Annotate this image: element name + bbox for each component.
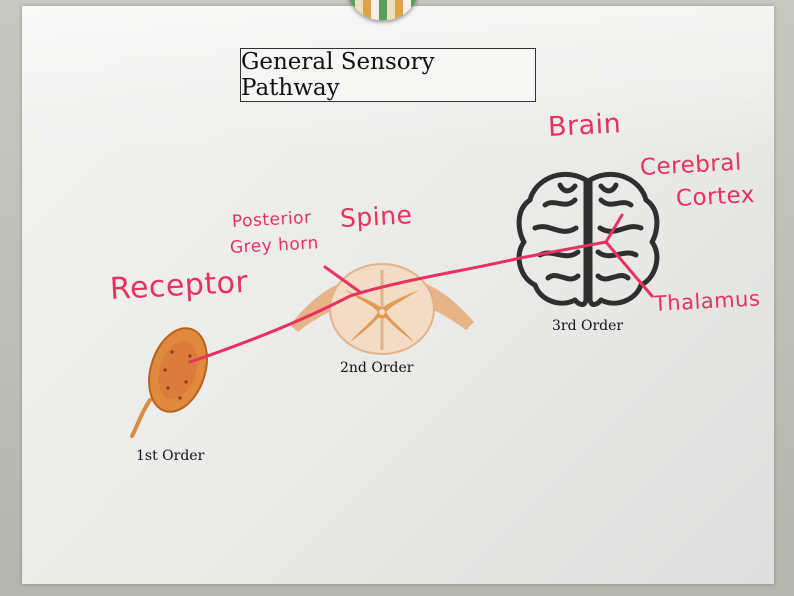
cerebral-annotation: Cerebral [639, 149, 743, 181]
receptor-annotation: Receptor [109, 264, 250, 307]
spinal-cord-icon [290, 263, 474, 355]
third-order-label: 3rd Order [552, 318, 624, 334]
second-order-label: 2nd Order [340, 360, 414, 376]
pathway-marker-line [188, 213, 654, 364]
brain-icon [516, 171, 660, 307]
push-pin-icon [347, 0, 419, 20]
diagram-title: General Sensory Pathway [240, 48, 536, 102]
first-order-label: 1st Order [136, 448, 205, 464]
cortex-annotation: Cortex [675, 181, 756, 212]
posterior-annotation: Posterior [231, 207, 313, 232]
spine-annotation: Spine [339, 200, 414, 233]
receptor-neuron-icon [130, 327, 208, 438]
brain-annotation: Brain [547, 108, 623, 143]
